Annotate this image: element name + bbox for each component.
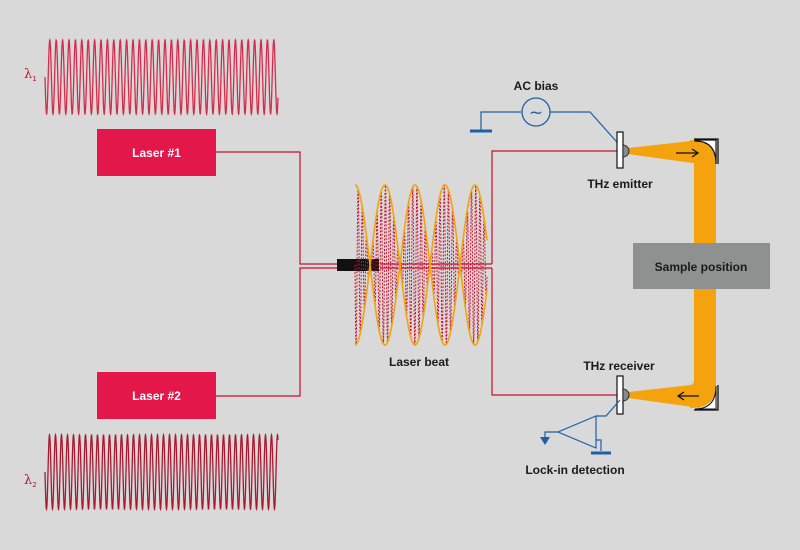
fiber-beat-out <box>380 263 492 269</box>
mirror-bottom-inner <box>694 385 717 410</box>
thz-emitter-antenna <box>616 131 624 169</box>
lockin-output-arrow-icon <box>540 437 550 445</box>
laser-beat-label: Laser beat <box>389 355 449 369</box>
fiber-to-emitter <box>491 150 620 264</box>
mirror-top-frame <box>694 138 719 164</box>
ac-source-glyph: ~ <box>529 103 543 123</box>
thz-receiver-label: THz receiver <box>583 359 655 373</box>
mirror-top <box>694 139 717 165</box>
receiver-arrow-icon <box>676 391 699 401</box>
lambda2-label: λ2 <box>24 473 37 489</box>
laser2-box <box>97 372 216 419</box>
sample-position-box <box>633 243 770 289</box>
laser2-waveform <box>44 432 279 512</box>
laser2-label: Laser #2 <box>132 389 181 403</box>
laser-beat-graphic <box>354 183 488 346</box>
fiber-to-receiver <box>491 268 620 396</box>
fiber-coupler <box>337 259 379 271</box>
bias-wire-left <box>480 111 521 130</box>
laser1-waveform <box>44 37 279 117</box>
laser1-label: Laser #1 <box>132 146 181 160</box>
lockin-detection-label: Lock-in detection <box>525 463 624 477</box>
beat-envelope-upper <box>354 184 488 346</box>
lockin-wire-out <box>544 431 558 438</box>
emitter-arrow-icon <box>676 148 700 158</box>
mirror-bottom <box>694 385 719 411</box>
sample-position-label: Sample position <box>655 260 748 274</box>
beat-envelope-lower <box>354 184 488 346</box>
lockin-wire-ground <box>596 439 602 451</box>
thz-receiver-antenna <box>616 375 624 415</box>
thz-beam-emitter-cone <box>628 140 700 164</box>
thz-beam-receiver-cone <box>628 384 700 408</box>
thz-receiver-lens <box>622 388 630 402</box>
fiber-laser2 <box>216 267 337 397</box>
thz-emitter-lens <box>622 144 630 158</box>
laser1-box <box>97 129 216 176</box>
lambda1-label: λ1 <box>24 67 37 83</box>
ac-bias-label: AC bias <box>514 79 559 93</box>
thz-emitter-label: THz emitter <box>587 177 653 191</box>
bias-wire-right <box>550 111 625 151</box>
fiber-laser1 <box>216 151 337 265</box>
lockin-amplifier-icon <box>556 415 597 449</box>
lockin-wire-in <box>596 399 621 417</box>
